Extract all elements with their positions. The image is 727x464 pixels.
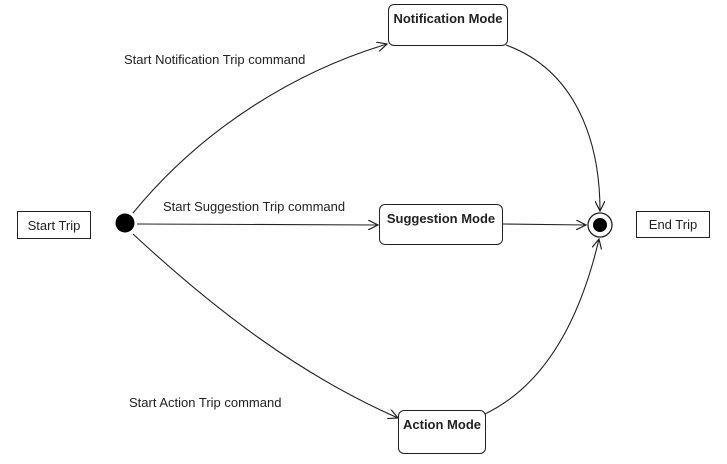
action-mode-state: Action Mode bbox=[398, 410, 486, 454]
transition-to-notification bbox=[132, 44, 387, 214]
final-node-core bbox=[593, 218, 607, 232]
end-trip-label: End Trip bbox=[636, 211, 710, 238]
initial-node bbox=[115, 213, 135, 233]
suggestion-trip-command-label: Start Suggestion Trip command bbox=[163, 199, 346, 214]
notification-mode-state: Notification Mode bbox=[388, 4, 508, 46]
transition-to-action bbox=[132, 233, 398, 418]
suggestion-mode-state: Suggestion Mode bbox=[379, 204, 503, 245]
transition-to-suggestion bbox=[136, 224, 378, 225]
start-trip-label: Start Trip bbox=[17, 211, 91, 239]
notification-trip-command-label: Start Notification Trip command bbox=[124, 52, 306, 67]
transition-action-to-end bbox=[484, 239, 599, 415]
action-trip-command-label: Start Action Trip command bbox=[129, 395, 282, 410]
transition-suggestion-to-end bbox=[502, 224, 586, 225]
transition-notification-to-end bbox=[505, 44, 600, 211]
